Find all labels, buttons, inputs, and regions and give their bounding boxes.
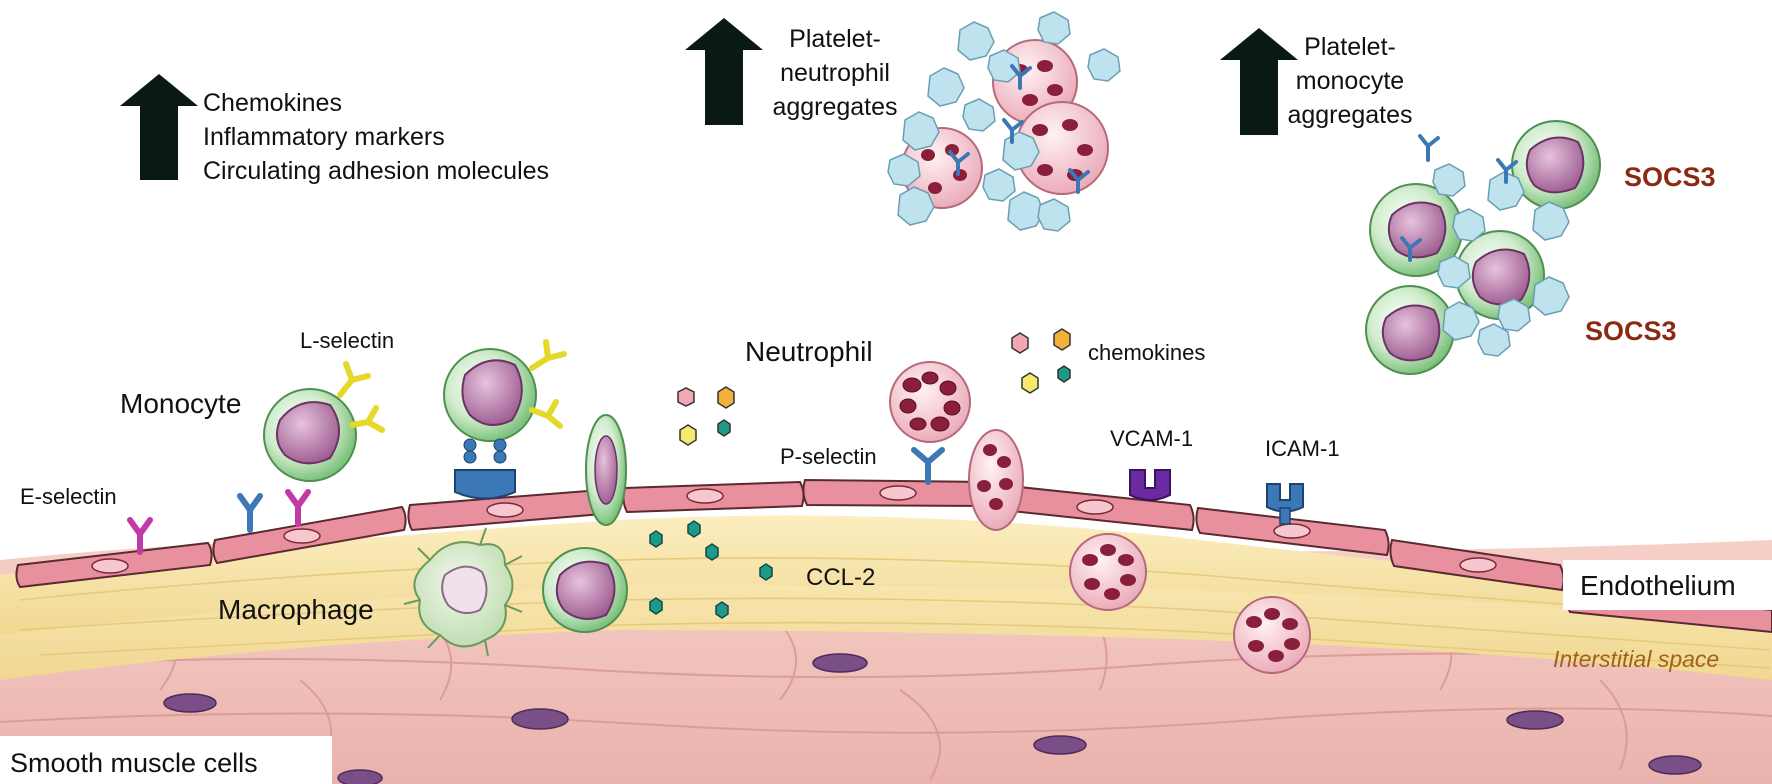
socs3-label-2: SOCS3: [1585, 316, 1677, 346]
monocyte-label: Monocyte: [120, 388, 242, 419]
interstitial-space-label: Interstitial space: [1553, 646, 1720, 672]
list-item: Inflammatory markers: [203, 123, 445, 151]
smooth-muscle-nuclei: [163, 653, 1702, 784]
chemokine-cluster-2: [1011, 328, 1071, 394]
smooth-muscle-label: Smooth muscle cells: [10, 748, 258, 778]
p-selectin-label: P-selectin: [780, 444, 877, 469]
interstitial-neutrophil-2: [1233, 596, 1311, 674]
p-selectin-receptor: [911, 447, 945, 485]
ccl2-molecules: [649, 520, 773, 619]
label-line: neutrophil: [780, 59, 890, 87]
platelets-2: [1432, 163, 1570, 357]
endothelial-cell: [1195, 506, 1390, 557]
icam1-label: ICAM-1: [1265, 436, 1340, 461]
l-selectin-blue-receptor: [237, 493, 263, 533]
socs3-label: SOCS3: [1624, 162, 1716, 192]
monocyte-cell: [263, 361, 385, 482]
list-item: Chemokines: [203, 89, 342, 117]
endothelial-cell: [212, 505, 407, 565]
adherent-monocyte-cell: [443, 339, 567, 500]
vcam1-label: VCAM-1: [1110, 426, 1194, 451]
platelet-monocyte-aggregate: [1365, 120, 1601, 375]
interstitial-monocyte: [542, 547, 628, 633]
chemokine-cluster-1: [677, 386, 735, 446]
label-line: Platelet-: [1304, 33, 1396, 61]
label-line: aggregates: [772, 93, 898, 121]
e-selectin-receptor-2: [285, 489, 311, 527]
l-selectin-receptors-2: [529, 339, 567, 429]
neutrophil-label: Neutrophil: [745, 336, 873, 367]
chemokines-label: chemokines: [1088, 340, 1206, 365]
up-arrow-icon: [120, 74, 198, 180]
endothelial-cell: [622, 480, 805, 514]
label-line: Platelet-: [789, 25, 881, 53]
systemic-markers-list: Chemokines Inflammatory markers Circulat…: [203, 86, 549, 188]
e-selectin-receptor: [127, 517, 153, 555]
label-line: monocyte: [1295, 67, 1405, 95]
interstitial-neutrophil: [1069, 533, 1147, 611]
smooth-muscle-label-box: [0, 736, 332, 784]
e-selectin-label: E-selectin: [20, 484, 117, 509]
platelet-neutrophil-aggregate: [887, 11, 1121, 232]
icam1-receptor: [1266, 483, 1304, 525]
label-line: aggregates: [1287, 101, 1413, 129]
macrophage-label: Macrophage: [218, 594, 374, 625]
l-selectin-receptors: [337, 361, 385, 433]
vcam1-receptor: [1129, 469, 1171, 501]
endothelial-cell: [1389, 538, 1565, 592]
rolling-neutrophil: [968, 429, 1024, 531]
endothelium-layer: [15, 478, 1772, 634]
platelet-monocyte-label: Platelet- monocyte aggregates: [1282, 30, 1418, 132]
endothelial-cell: [15, 541, 213, 589]
platelet-neutrophil-label: Platelet- neutrophil aggregates: [770, 22, 900, 124]
up-arrow-icon-3: [1220, 28, 1298, 135]
endothelium-label-box: [1563, 560, 1772, 610]
list-item: Circulating adhesion molecules: [203, 157, 550, 185]
vla4-vcam-binding: [454, 438, 516, 500]
neutrophil-cell: [889, 361, 971, 443]
macrophage-cell: [403, 527, 523, 657]
ccl2-label: CCL-2: [806, 564, 876, 591]
transmigrating-monocyte: [585, 414, 627, 526]
up-arrow-icon-2: [685, 18, 763, 125]
endothelial-cell: [802, 478, 995, 508]
endothelium-label: Endothelium: [1580, 570, 1736, 601]
l-selectin-label: L-selectin: [300, 328, 395, 353]
platelets: [887, 11, 1121, 232]
